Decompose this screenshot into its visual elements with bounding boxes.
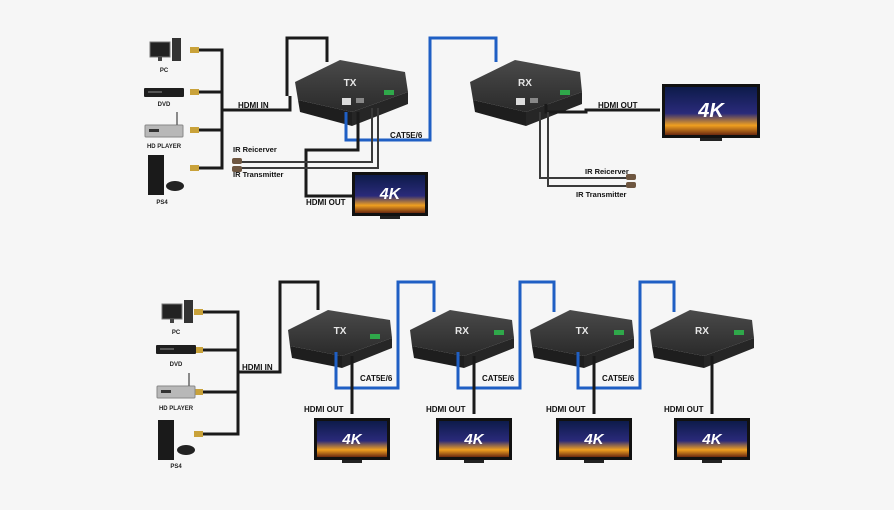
bottom-hdmi-out-cables (350, 356, 714, 414)
bottom-unit-2: RX (410, 310, 514, 368)
ps4-icon (148, 155, 184, 195)
top-hdmi-in-label: HDMI IN (238, 101, 269, 110)
top-diagram: PC DVD HD PLAYER PS4 TX (144, 36, 760, 219)
hd-player-label: HD PLAYER (147, 144, 182, 150)
bottom-unit-4: RX (650, 310, 754, 368)
top-hdmi-out-right-label: HDMI OUT (598, 101, 638, 110)
dvd-icon (144, 88, 184, 97)
pc-label: PC (160, 68, 169, 74)
bottom-cat-cables (334, 280, 676, 390)
bottom-tv-2: 4K (436, 418, 512, 463)
bottom-hd-player-icon (156, 373, 196, 399)
bottom-tv-1: 4K (314, 418, 390, 463)
top-tv-small-4k: 4K (379, 186, 402, 203)
top-tx-device: TX (295, 60, 408, 126)
bottom-hdmi-out-label-3: HDMI OUT (546, 405, 586, 414)
top-ir-jacks-right (626, 174, 636, 188)
bottom-hdmi-in-label: HDMI IN (242, 363, 273, 372)
bottom-ps4-icon (158, 420, 195, 460)
bottom-hdmi-out-label-1: HDMI OUT (304, 405, 344, 414)
bottom-cat-label-2: CAT5E/6 (482, 374, 515, 383)
bottom-pc-label: PC (172, 330, 181, 336)
top-tx-label: TX (344, 78, 357, 89)
bottom-source-cables (202, 280, 320, 436)
bottom-dvd-label: DVD (170, 362, 183, 368)
bottom-dvd-icon (156, 345, 196, 354)
top-rx-label: RX (518, 78, 532, 89)
bottom-unit-1-label: TX (334, 326, 347, 337)
bottom-tv-3-4k: 4K (583, 431, 604, 448)
top-ir-transmitter-right-label: IR Transmitter (576, 190, 627, 199)
bottom-unit-3-label: TX (576, 326, 589, 337)
bottom-source-plugs (194, 309, 203, 437)
dvd-label: DVD (158, 102, 171, 108)
top-source-cables (198, 36, 329, 170)
top-rx-device: RX (470, 60, 582, 126)
top-hdmi-out-left-label: HDMI OUT (306, 198, 346, 207)
bottom-hd-player-label: HD PLAYER (159, 406, 194, 412)
top-tx-down-cables (240, 36, 498, 198)
top-source-plugs (190, 47, 199, 171)
bottom-diagram: PC DVD HD PLAYER PS4 TX (156, 280, 754, 470)
bottom-unit-1: TX (288, 310, 392, 368)
top-ir-transmitter-left-label: IR Transmitter (233, 170, 284, 179)
bottom-tv-3: 4K (556, 418, 632, 463)
bottom-tv-2-4k: 4K (463, 431, 484, 448)
top-tv-large-4k: 4K (697, 100, 725, 122)
top-cat-label: CAT5E/6 (390, 131, 423, 140)
ps4-label: PS4 (156, 200, 168, 206)
top-ir-receiver-right-label: IR Reicerver (585, 167, 629, 176)
bottom-cat-label-1: CAT5E/6 (360, 374, 393, 383)
pc-icon (149, 38, 181, 61)
bottom-cat-label-3: CAT5E/6 (602, 374, 635, 383)
top-ir-receiver-left-label: IR Reicerver (233, 145, 277, 154)
bottom-tv-1-4k: 4K (341, 431, 362, 448)
bottom-hdmi-out-label-4: HDMI OUT (664, 405, 704, 414)
top-tv-small: 4K (352, 172, 428, 219)
top-rx-cables (539, 104, 660, 187)
top-ir-jacks-left (232, 158, 242, 172)
bottom-tv-4: 4K (674, 418, 750, 463)
bottom-unit-4-label: RX (695, 326, 709, 337)
bottom-ps4-label: PS4 (170, 464, 182, 470)
hd-player-icon (144, 112, 184, 138)
bottom-unit-2-label: RX (455, 326, 469, 337)
bottom-hdmi-out-label-2: HDMI OUT (426, 405, 466, 414)
bottom-pc-icon (161, 300, 193, 323)
bottom-tv-4-4k: 4K (701, 431, 722, 448)
bottom-unit-3: TX (530, 310, 634, 368)
top-tv-large: 4K (662, 84, 760, 141)
